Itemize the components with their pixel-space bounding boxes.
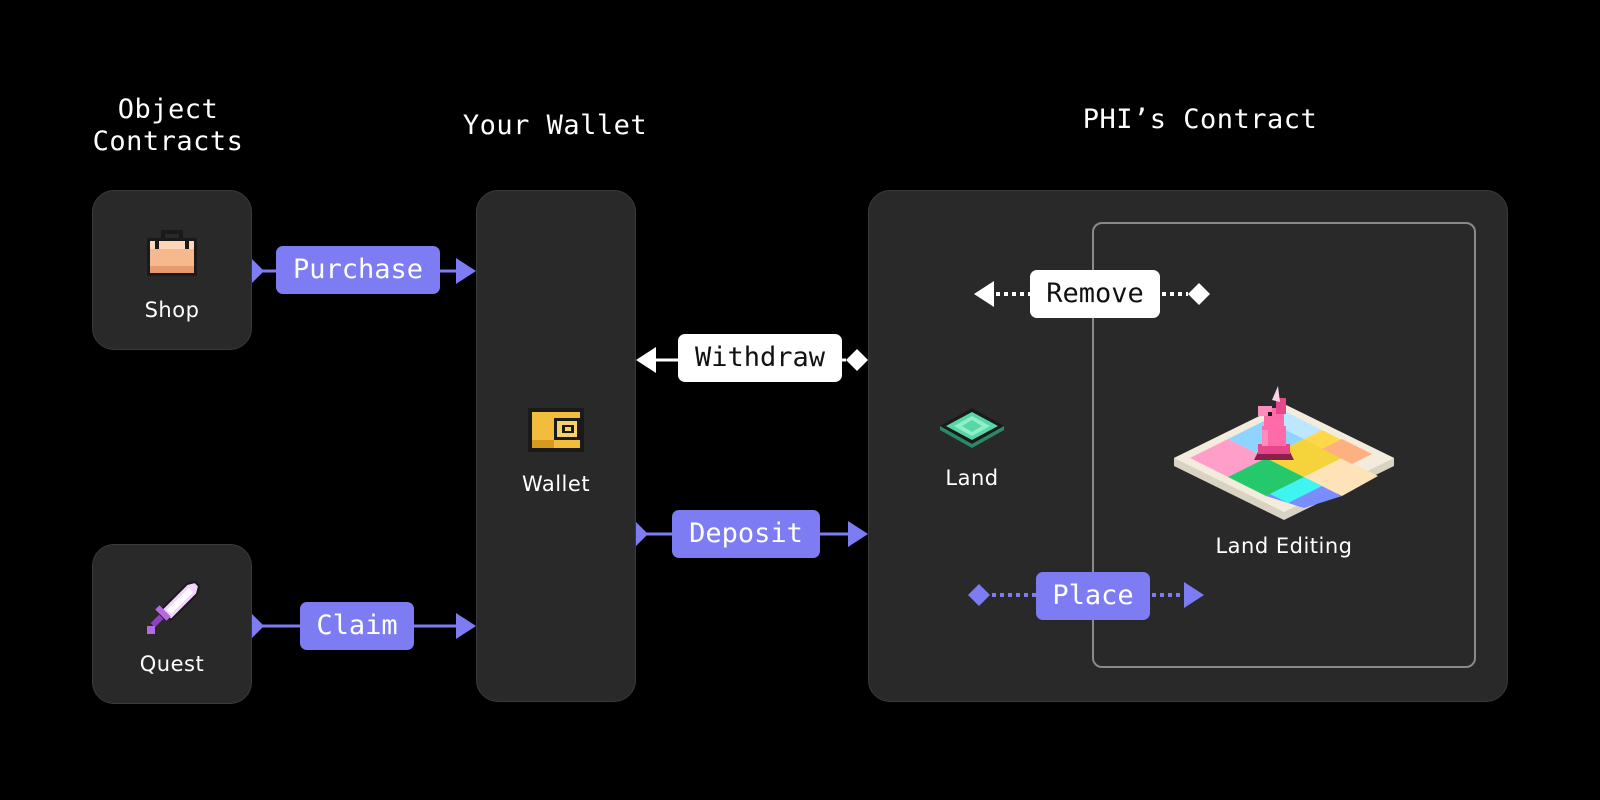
heading-object-contracts: Object Contracts [92, 94, 244, 157]
heading-your-wallet: Your Wallet [462, 110, 648, 141]
shopping-bag-icon [147, 230, 197, 276]
place-arrow [968, 582, 1204, 608]
deposit-label[interactable]: Deposit [672, 510, 820, 558]
land-label: Land [945, 466, 999, 490]
shop-label: Shop [144, 298, 200, 322]
quest-node[interactable] [92, 544, 252, 704]
purchase-label[interactable]: Purchase [276, 246, 440, 294]
land-board-with-unicorn-icon [1174, 386, 1394, 520]
land-editing-frame [1092, 222, 1476, 668]
wallet-label: Wallet [521, 472, 591, 496]
withdraw-label[interactable]: Withdraw [678, 334, 842, 382]
sword-icon [147, 580, 201, 634]
remove-label[interactable]: Remove [1030, 270, 1160, 318]
land-tile-icon [940, 408, 1004, 448]
wallet-icon [528, 408, 584, 452]
quest-label: Quest [139, 652, 205, 676]
place-label[interactable]: Place [1036, 572, 1150, 620]
remove-arrow [974, 281, 1210, 307]
claim-label[interactable]: Claim [300, 602, 414, 650]
heading-phi-contract: PHI’s Contract [1082, 104, 1318, 135]
land-editing-label: Land Editing [1215, 534, 1353, 558]
